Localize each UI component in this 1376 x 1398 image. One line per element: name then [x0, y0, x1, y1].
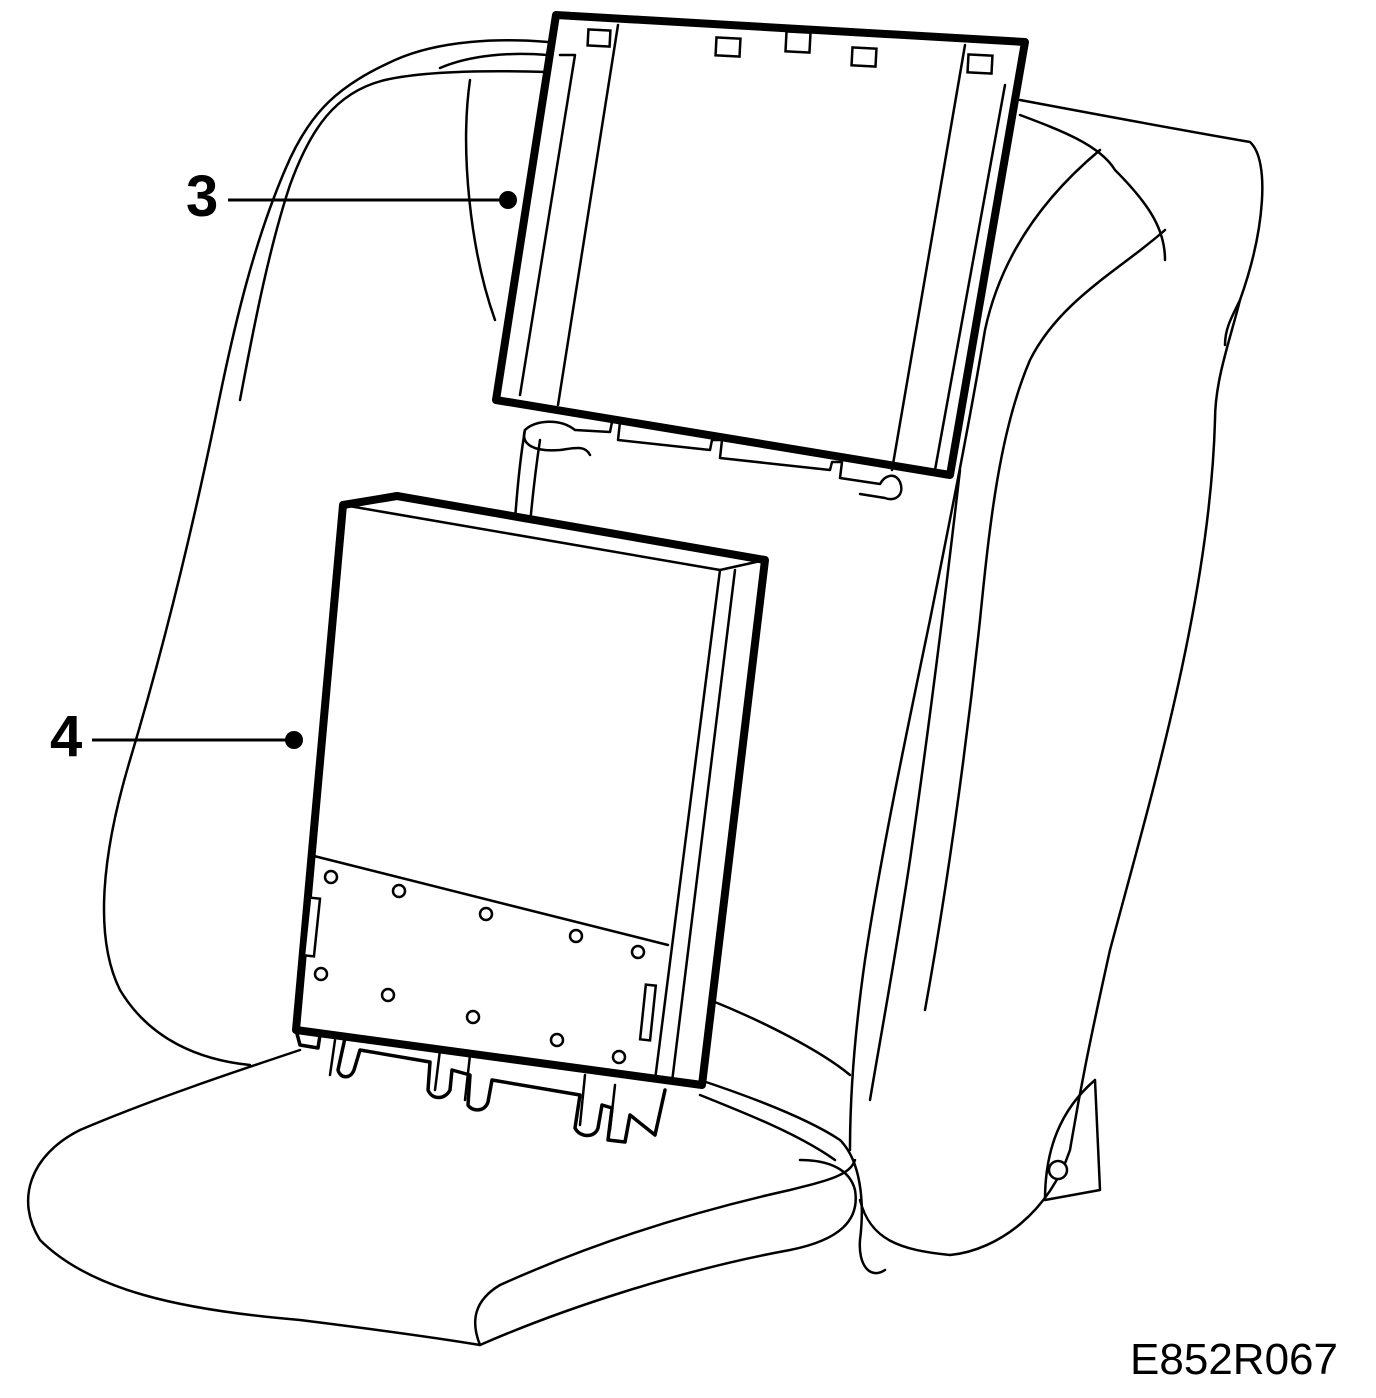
panel-3	[492, 11, 1029, 501]
callout-label-3: 3	[186, 164, 219, 229]
figure-code: E852R067	[1130, 1335, 1338, 1384]
callout-label-4: 4	[50, 704, 83, 769]
panel-4	[292, 492, 769, 1144]
callout-3-leader	[228, 191, 517, 209]
seat-cushion	[26, 998, 887, 1347]
callout-4-leader	[92, 731, 303, 749]
